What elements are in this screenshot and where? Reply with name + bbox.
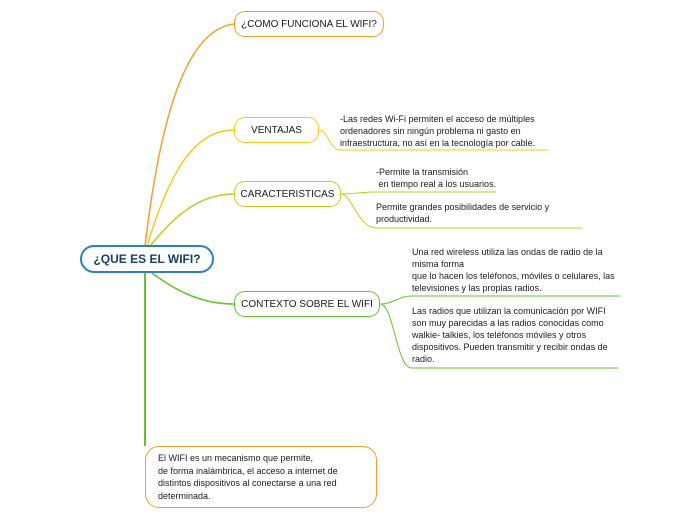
link-contexto xyxy=(151,272,235,305)
link-caracteristicas xyxy=(149,193,235,247)
contexto-note-1[interactable]: Una red wireless utiliza las ondas de ra… xyxy=(412,246,615,294)
note-line: walkie- talkies, los teléfonos móviles y… xyxy=(412,330,587,340)
definicion-line: de forma inalámbrica, el acceso a intern… xyxy=(158,465,338,476)
root-topic[interactable]: ¿QUE ES EL WIFI? xyxy=(80,245,214,273)
link-ctx-note1 xyxy=(379,295,413,305)
topic-contexto[interactable]: CONTEXTO SOBRE EL WIFI xyxy=(234,291,380,317)
note-line: misma forma xyxy=(412,259,465,269)
definicion-line: distintos dispositivos al conectarse a u… xyxy=(158,478,337,488)
note-line: productividad. xyxy=(376,214,433,224)
note-line: en tiempo real a los usuarios. xyxy=(376,179,497,189)
note-line: que lo hacen los teléfonos, móviles o ce… xyxy=(412,271,615,281)
topic-definicion[interactable]: El WIFI es un mecanismo que permite, de … xyxy=(145,446,377,508)
note-line: Las radios que utilizan la comunicación … xyxy=(412,306,606,316)
caracteristicas-note-1[interactable]: -Permite la transmisión en tiempo real a… xyxy=(376,166,496,190)
definicion-line: determinada. xyxy=(158,490,211,501)
root-topic-label: ¿QUE ES EL WIFI? xyxy=(93,252,201,266)
note-line: dispositivos. Pueden transmitir y recibi… xyxy=(412,342,608,352)
contexto-note-2[interactable]: Las radios que utilizan la comunicación … xyxy=(412,305,608,365)
note-line: -Permite la transmisión xyxy=(376,167,469,177)
note-line: televisiones y las propias radios. xyxy=(412,283,542,293)
definicion-line: El WIFI es un mecanismo que permite, xyxy=(158,453,314,463)
caracteristicas-note-2[interactable]: Permite grandes posibilidades de servici… xyxy=(376,201,549,225)
topic-como-funciona-label: ¿COMO FUNCIONA EL WIFI? xyxy=(241,18,377,30)
topic-caracteristicas-label: CARACTERISTICAS xyxy=(240,188,335,200)
note-line: ordenadores sin ningún problema ni gasto… xyxy=(340,126,521,136)
note-line: infraestructura, no así en la tecnología… xyxy=(340,138,536,148)
link-ctx-note2 xyxy=(379,303,413,369)
topic-ventajas-label: VENTAJAS xyxy=(251,124,302,136)
link-ventajas-note xyxy=(318,129,341,151)
ventajas-note[interactable]: -Las redes Wi-Fi permiten el acceso de m… xyxy=(340,113,535,149)
note-line: radio. xyxy=(412,354,435,364)
link-como xyxy=(144,23,235,247)
note-line: Permite grandes posibilidades de servici… xyxy=(376,202,550,212)
link-ventajas xyxy=(146,129,235,247)
link-carac-note2 xyxy=(340,193,377,229)
note-line: son muy parecidas a las radios conocidas… xyxy=(412,318,604,328)
topic-como-funciona[interactable]: ¿COMO FUNCIONA EL WIFI? xyxy=(234,11,384,37)
note-line: Una red wireless utiliza las ondas de ra… xyxy=(412,247,603,257)
topic-ventajas[interactable]: VENTAJAS xyxy=(234,117,319,143)
note-line: -Las redes Wi-Fi permiten el acceso de m… xyxy=(340,114,535,124)
link-carac-note1 xyxy=(340,191,377,195)
topic-contexto-label: CONTEXTO SOBRE EL WIFI xyxy=(241,298,373,310)
topic-caracteristicas[interactable]: CARACTERISTICAS xyxy=(234,181,341,207)
